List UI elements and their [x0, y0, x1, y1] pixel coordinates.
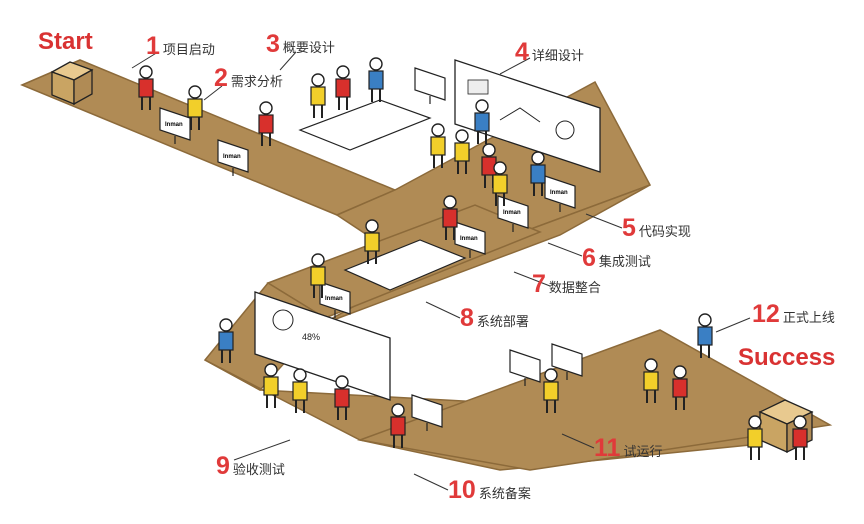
step-number: 12: [752, 300, 780, 328]
monitor-brand: Inman: [550, 190, 568, 196]
monitors: Inman Inman Inman Inman Inman Inman: [159, 67, 583, 432]
test-board: 48%: [254, 291, 391, 401]
step-text: 系统备案: [478, 487, 531, 502]
step-text: 代码实现: [638, 225, 691, 240]
step-number: 6: [582, 244, 596, 272]
step-text: 正式上线: [782, 311, 835, 326]
monitor-brand: Inman: [165, 122, 183, 128]
step-text: 详细设计: [531, 49, 584, 64]
start-title: Start: [38, 28, 93, 55]
success-title: Success: [738, 344, 836, 371]
step-text: 集成测试: [598, 255, 651, 270]
monitor-brand: Inman: [503, 210, 521, 216]
step-number: 1: [146, 32, 160, 60]
step-text: 项目启动: [162, 43, 215, 58]
design-board: [454, 59, 601, 173]
step-number: 10: [448, 476, 476, 504]
monitor-brand: Inman: [325, 296, 343, 302]
integration-table: [343, 239, 467, 291]
step-number: 11: [594, 434, 621, 462]
step-number: 4: [515, 38, 529, 66]
step-text: 概要设计: [282, 41, 335, 56]
step-text: 验收测试: [232, 463, 285, 478]
step-text: 需求分析: [230, 75, 283, 90]
step-number: 3: [266, 30, 280, 58]
planning-table: [298, 99, 432, 151]
stat-label: 48%: [302, 332, 320, 342]
step-text: 系统部署: [476, 315, 529, 330]
monitor-brand: Inman: [460, 236, 478, 242]
step-number: 8: [460, 304, 474, 332]
step-text: 试运行: [623, 445, 663, 460]
leader-lines: [131, 51, 751, 491]
step-number: 5: [622, 214, 636, 242]
step-number: 2: [214, 64, 228, 92]
step-text: 数据整合: [548, 281, 601, 296]
monitor-brand: Inman: [223, 154, 241, 160]
step-number: 7: [532, 270, 546, 298]
start-box: [50, 61, 94, 106]
step-number: 9: [216, 452, 230, 480]
